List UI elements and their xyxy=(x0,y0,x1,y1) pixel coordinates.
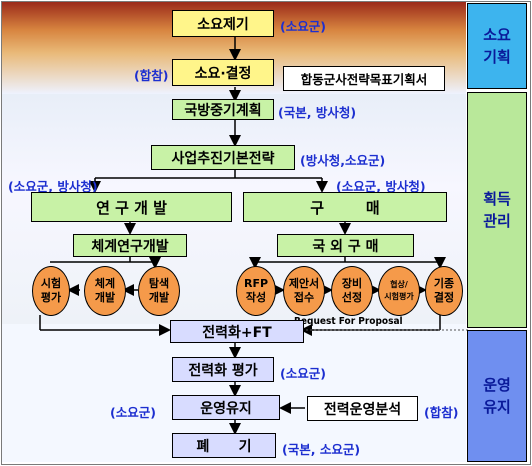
box-requirement-decision: 소요·결정 xyxy=(172,59,274,86)
circle-rfp: RFP 작성 xyxy=(236,266,276,316)
box-requirement-proposal: 소요제기 xyxy=(172,10,274,37)
side-label-acquisition: 획득 관리 xyxy=(467,92,527,328)
circle-test-eval: 시험 평가 xyxy=(32,266,70,316)
annotation-force-ops-analysis: (합참) xyxy=(424,405,459,420)
annotation-rnd: (소요군, 방사청) xyxy=(8,179,98,194)
box-disposal: 폐 기 xyxy=(172,433,276,458)
box-deployment: 전력화+FT xyxy=(170,320,304,343)
circle-equipment-select: 장비 선정 xyxy=(331,266,373,316)
box-project-strategy: 사업추진기본전략 xyxy=(151,145,295,170)
annotation-deployment-eval: (소요군) xyxy=(280,366,326,381)
annotation-disposal: (국본, 소요군) xyxy=(282,442,361,457)
box-system-dev: 체계연구개발 xyxy=(73,234,187,257)
box-force-ops-analysis: 전력운영분석 xyxy=(307,396,418,421)
circle-negotiation: 협상/ 시험평가 xyxy=(378,266,420,316)
box-foreign-purchase: 국 외 구 매 xyxy=(277,234,414,257)
circle-proposal-receive: 제안서 접수 xyxy=(283,266,325,316)
box-operation-maintain: 운영유지 xyxy=(172,395,280,420)
circle-model-decision: 기종 결정 xyxy=(425,266,463,316)
box-purchase: 구 매 xyxy=(243,192,447,222)
annotation-project-strategy: (방사청,소요군) xyxy=(300,153,386,168)
annotation-requirement-decision: (합참) xyxy=(134,68,169,83)
box-mid-term-plan: 국방중기계획 xyxy=(172,99,274,120)
circle-system-develop: 체계 개발 xyxy=(84,266,126,316)
annotation-mid-term-plan: (국본, 방사청) xyxy=(278,105,357,120)
box-rnd: 연 구 개 발 xyxy=(31,192,232,222)
box-deployment-eval: 전력화 평가 xyxy=(172,357,274,382)
annotation-purchase: (소요군, 방사청) xyxy=(336,179,426,194)
rfp-note: Request For Proposal xyxy=(294,316,403,327)
circle-exploratory-develop: 탐색 개발 xyxy=(138,266,180,316)
side-label-planning: 소요 기획 xyxy=(467,3,527,89)
annotation-operation-maintain: (소요군) xyxy=(110,405,156,420)
side-label-operation: 운영 유지 xyxy=(467,330,527,462)
annotation-requirement-proposal: (소요군) xyxy=(280,19,326,34)
box-joint-strategy-doc: 합동군사전략목표기획서 xyxy=(283,66,445,91)
